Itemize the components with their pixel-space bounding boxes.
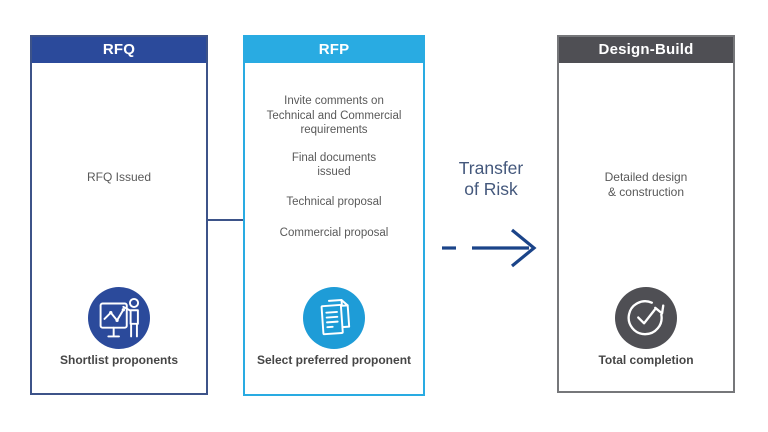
card-rfq: RFQ RFQ Issued Shortlist proponents: [30, 35, 208, 395]
design-build-body-text: Detailed design & construction: [604, 170, 688, 199]
rfq-footer-label: Shortlist proponents: [60, 353, 178, 367]
presentation-chart-icon: [88, 287, 150, 349]
transfer-of-risk-label: Transfer of Risk: [458, 158, 524, 199]
rfq-body-text: RFQ Issued: [86, 170, 152, 184]
rfp-footer-label: Select preferred proponent: [256, 353, 412, 367]
rfp-paragraph-technical: Technical proposal: [286, 195, 382, 208]
rfq-header: RFQ: [32, 37, 206, 63]
rfp-paragraph-final-docs: Final documents issued: [291, 151, 377, 179]
design-build-footer-label: Total completion: [598, 353, 694, 367]
rfp-body-text: Invite comments on Technical and Commerc…: [245, 94, 423, 241]
card-design-build: Design-Build Detailed design & construct…: [557, 35, 735, 393]
transfer-arrow-icon: [436, 226, 554, 275]
rfp-paragraph-commercial: Commercial proposal: [279, 227, 389, 239]
documents-icon: [303, 287, 365, 349]
rfq-rfp-connector-line: [208, 219, 243, 221]
rfp-paragraph-invite: Invite comments on Technical and Commerc…: [266, 95, 402, 136]
completion-cycle-check-icon: [615, 287, 677, 349]
rfp-header: RFP: [245, 37, 423, 63]
design-build-header: Design-Build: [559, 37, 733, 63]
card-rfp: RFP Invite comments on Technical and Com…: [243, 35, 425, 396]
